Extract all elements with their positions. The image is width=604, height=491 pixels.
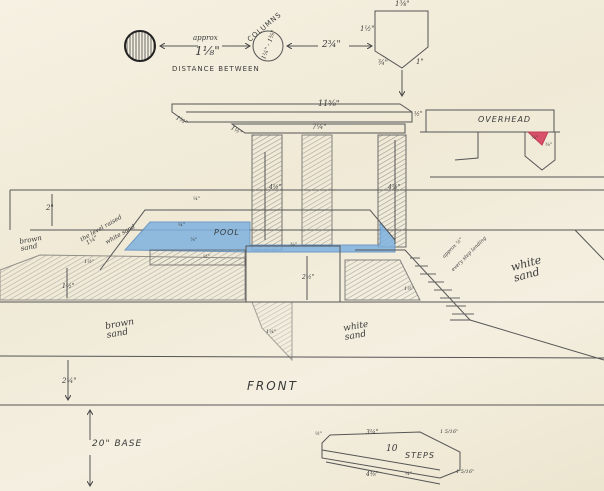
overhead-label: OVERHEAD xyxy=(478,115,532,124)
pool-step-b-dim: ½" xyxy=(203,254,211,260)
column-height-dim: 4½" xyxy=(269,184,282,191)
stair-shadow xyxy=(344,259,421,301)
overhead-mark-2: ⅜" xyxy=(545,142,553,148)
steps-bottom-mid-dim: ¼" xyxy=(405,471,413,477)
pentagon-bottom-right-dim: 1" xyxy=(416,58,424,66)
column-left xyxy=(251,134,283,251)
back-ledge-dim: ¼" xyxy=(193,196,201,202)
pedestal-height-dim: 2½" xyxy=(302,274,315,281)
column-section-icon xyxy=(124,30,156,62)
back-wall-height-dim: 2" xyxy=(46,204,54,212)
pedestal-edge-dim: ⅜" xyxy=(290,242,298,248)
pentagon-bottom-left-dim: ¾" xyxy=(378,59,389,67)
distance-caption: DISTANCE BETWEEN xyxy=(172,65,260,73)
front-label: FRONT xyxy=(247,379,298,393)
steps-label: STEPS xyxy=(405,451,435,460)
lintel-inner-length: 7¼" xyxy=(312,123,327,131)
front-strip-dim: 2¼" xyxy=(62,377,77,385)
column-to-pentagon-dim: 2¾" xyxy=(322,40,341,50)
steps-right-top-dim: 1 5/16" xyxy=(440,429,459,435)
steps-top-dim: 3¼" xyxy=(366,429,379,436)
pool-water xyxy=(123,220,396,253)
pentagon-top-dim: 1⅜" xyxy=(395,0,410,8)
front-block-height-dim: 1½" xyxy=(62,283,75,290)
red-accent-shape xyxy=(526,131,549,146)
pool-edge-dim: ¼" xyxy=(178,222,186,228)
pentagon-left-dim: 1½" xyxy=(360,25,375,33)
lintel-overall-length: 11⅝" xyxy=(318,99,340,108)
front-ledge-width-dim: 1½" xyxy=(84,259,95,265)
column-middle xyxy=(301,134,333,246)
pool-step-a-dim: ⅝" xyxy=(190,237,198,243)
right-column-height-dim: 4½" xyxy=(388,184,401,191)
front-notch xyxy=(251,301,293,362)
steps-count: 10 xyxy=(386,444,398,454)
steps-left-dim: ½" xyxy=(315,431,323,437)
stair-height-dim: 1½" xyxy=(404,286,415,292)
base-label: 20" BASE xyxy=(92,439,143,449)
pool-label: POOL xyxy=(214,228,240,237)
distance-value: 1⅛" xyxy=(195,44,220,58)
steps-right-bottom-dim: 1 5/16" xyxy=(456,469,475,475)
distance-approx-label: approx xyxy=(193,34,218,42)
raised-block-left xyxy=(0,254,246,301)
steps-bottom-dim: 4⅜" xyxy=(366,471,379,478)
lintel-right-side: ½" xyxy=(414,111,423,118)
front-notch-dim: 1¼" xyxy=(266,329,277,335)
overhead-mark-1: ⅝" xyxy=(531,135,539,141)
